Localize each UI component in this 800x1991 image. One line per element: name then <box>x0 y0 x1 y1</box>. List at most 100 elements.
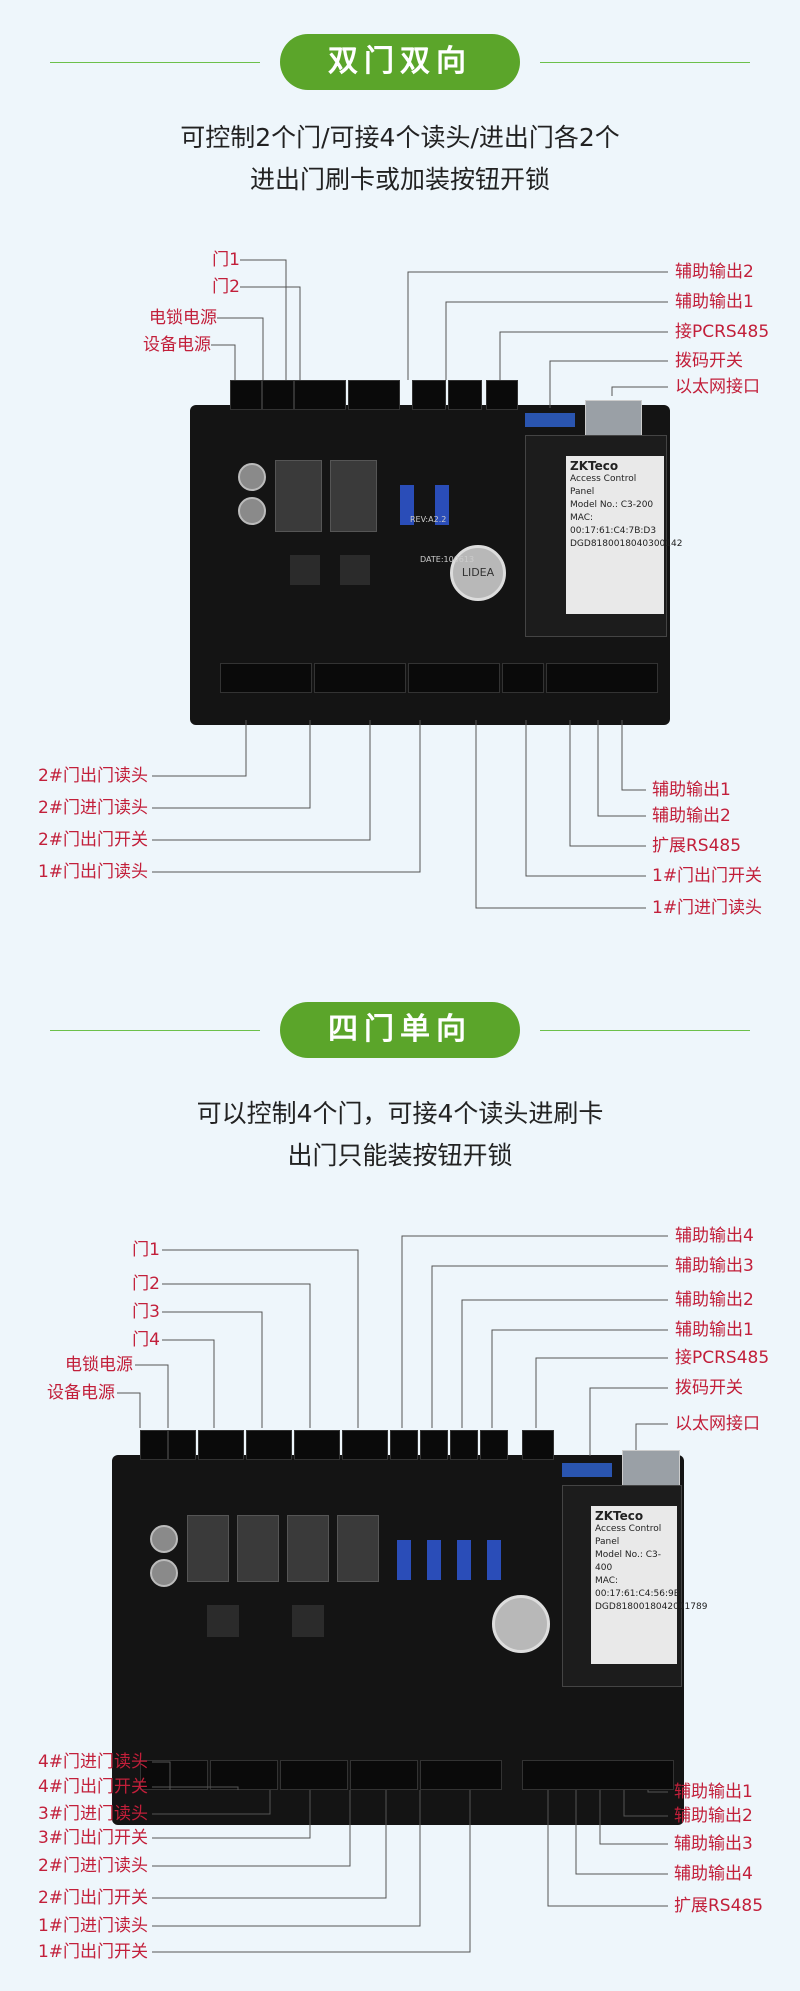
label-aux-out1-bottom: 辅助输出1 <box>674 1782 753 1802</box>
label-aux-out2-bottom: 辅助输出2 <box>652 806 731 826</box>
label-door2-exit-button: 2#门出门开关 <box>37 1888 148 1908</box>
terminal-door1 <box>342 1430 388 1460</box>
label-door1-exit-button: 1#门出门开关 <box>37 1942 148 1962</box>
label-aux-out3-bottom: 辅助输出3 <box>674 1834 753 1854</box>
terminal-reader-bottom <box>314 663 406 693</box>
chip <box>290 555 320 585</box>
label-door1-entry-reader: 1#门进门读头 <box>37 1916 148 1936</box>
label-pc-rs485: 接PCRS485 <box>675 1348 770 1368</box>
title-divider-right <box>540 1030 750 1031</box>
relay-small <box>400 485 414 525</box>
terminal-aux-out2 <box>448 380 482 410</box>
title-divider-left <box>50 1030 260 1031</box>
relay-small <box>427 1540 441 1580</box>
terminal-lock-power <box>168 1430 196 1460</box>
label-ext-rs485: 扩展RS485 <box>674 1896 764 1916</box>
relay-small <box>457 1540 471 1580</box>
terminal-reader-bottom <box>280 1760 348 1790</box>
terminal-door2 <box>294 1430 340 1460</box>
label-pc-rs485: 接PCRS485 <box>675 322 770 342</box>
label-door4-exit-button: 4#门出门开关 <box>37 1777 148 1797</box>
terminal-aux-out1 <box>480 1430 508 1460</box>
label-ext-rs485: 扩展RS485 <box>652 836 742 856</box>
label-aux-out1-bottom: 辅助输出1 <box>652 780 731 800</box>
terminal-reader-bottom <box>350 1760 418 1790</box>
terminal-door1 <box>348 380 400 410</box>
module-label: ZKTeco Access Control Panel Model No.: C… <box>591 1506 707 1664</box>
label-lock-power: 电锁电源 <box>149 308 217 328</box>
label-door3-entry-reader: 3#门进门读头 <box>37 1804 148 1824</box>
terminal-reader-bottom <box>140 1760 208 1790</box>
terminal-aux-out2 <box>450 1430 478 1460</box>
label-door2: 门2 <box>132 1274 160 1294</box>
model-number: Model No.: C3-400 <box>595 1550 661 1573</box>
relay <box>187 1515 229 1582</box>
label-device-power: 设备电源 <box>143 335 211 355</box>
relay <box>330 460 377 532</box>
label-door3: 门3 <box>132 1302 160 1322</box>
label-aux-out3: 辅助输出3 <box>675 1256 754 1276</box>
mac-address: MAC: 00:17:61:C4:7B:D3 <box>570 513 657 536</box>
brand-logo: ZKTeco <box>570 459 619 473</box>
terminal-reader-bottom <box>408 663 500 693</box>
label-dip-switch: 拨码开关 <box>675 351 743 371</box>
label-door1: 门1 <box>212 250 240 270</box>
section2-desc-line2: 出门只能装按钮开锁 <box>287 1141 513 1170</box>
section1-title: 双门双向 <box>280 34 520 90</box>
model-number: Model No.: C3-200 <box>570 500 654 510</box>
chip <box>292 1605 324 1637</box>
terminal-lock-power <box>262 380 294 410</box>
brand-logo: ZKTeco <box>595 1509 644 1523</box>
terminal-device-power <box>230 380 262 410</box>
label-door1-exit-reader: 1#门出门读头 <box>37 862 148 882</box>
terminal-reader-bottom <box>220 663 312 693</box>
label-aux-out1: 辅助输出1 <box>675 292 754 312</box>
terminal-aux-bottom <box>546 663 658 693</box>
relay <box>275 460 322 532</box>
section1-desc-line1: 可控制2个门/可接4个读头/进出门各2个 <box>180 123 620 152</box>
network-module: ZKTeco Access Control Panel Model No.: C… <box>525 435 683 637</box>
label-aux-out2: 辅助输出2 <box>675 1290 754 1310</box>
serial-number: DGD8180018040300142 <box>570 539 683 549</box>
label-aux-out1: 辅助输出1 <box>675 1320 754 1340</box>
label-door2-entry-reader: 2#门进门读头 <box>37 798 148 818</box>
chip <box>340 555 370 585</box>
section1-desc-line2: 进出门刷卡或加装按钮开锁 <box>249 165 550 194</box>
label-door1-exit-button: 1#门出门开关 <box>652 866 763 886</box>
capacitor <box>238 463 266 491</box>
label-aux-out2: 辅助输出2 <box>675 262 754 282</box>
terminal-reader-bottom <box>210 1760 278 1790</box>
relay-small <box>487 1540 501 1580</box>
network-module: ZKTeco Access Control Panel Model No.: C… <box>562 1485 707 1687</box>
terminal-exit-button <box>420 1760 502 1790</box>
label-ethernet: 以太网接口 <box>675 1414 760 1434</box>
label-door3-exit-button: 3#门出门开关 <box>37 1828 148 1848</box>
coin-battery <box>492 1595 550 1653</box>
title-divider-left <box>50 62 260 63</box>
section2-title: 四门单向 <box>280 1002 520 1058</box>
section2-desc-line1: 可以控制4个门，可接4个读头进刷卡 <box>196 1099 604 1128</box>
label-door4-entry-reader: 4#门进门读头 <box>37 1752 148 1772</box>
label-dip-switch: 拨码开关 <box>675 1378 743 1398</box>
terminal-pc-rs485 <box>486 380 518 410</box>
label-device-power: 设备电源 <box>47 1383 115 1403</box>
terminal-door3 <box>246 1430 292 1460</box>
label-door2-exit-button: 2#门出门开关 <box>37 830 148 850</box>
relay <box>237 1515 279 1582</box>
dip-switch <box>562 1463 612 1477</box>
capacitor <box>150 1559 178 1587</box>
terminal-door-button <box>502 663 544 693</box>
label-door2-entry-reader: 2#门进门读头 <box>37 1856 148 1876</box>
terminal-door4 <box>198 1430 244 1460</box>
product-name: Access Control Panel <box>595 1524 662 1547</box>
coin-battery: LIDEA <box>450 545 506 601</box>
title-divider-right <box>540 62 750 63</box>
controller-board-4door: ZKTeco Access Control Panel Model No.: C… <box>112 1430 707 1825</box>
terminal-aux-out3 <box>420 1430 448 1460</box>
label-door2: 门2 <box>212 277 240 297</box>
label-lock-power: 电锁电源 <box>65 1355 133 1375</box>
chip <box>207 1605 239 1637</box>
label-door4: 门4 <box>132 1330 160 1350</box>
capacitor <box>238 497 266 525</box>
